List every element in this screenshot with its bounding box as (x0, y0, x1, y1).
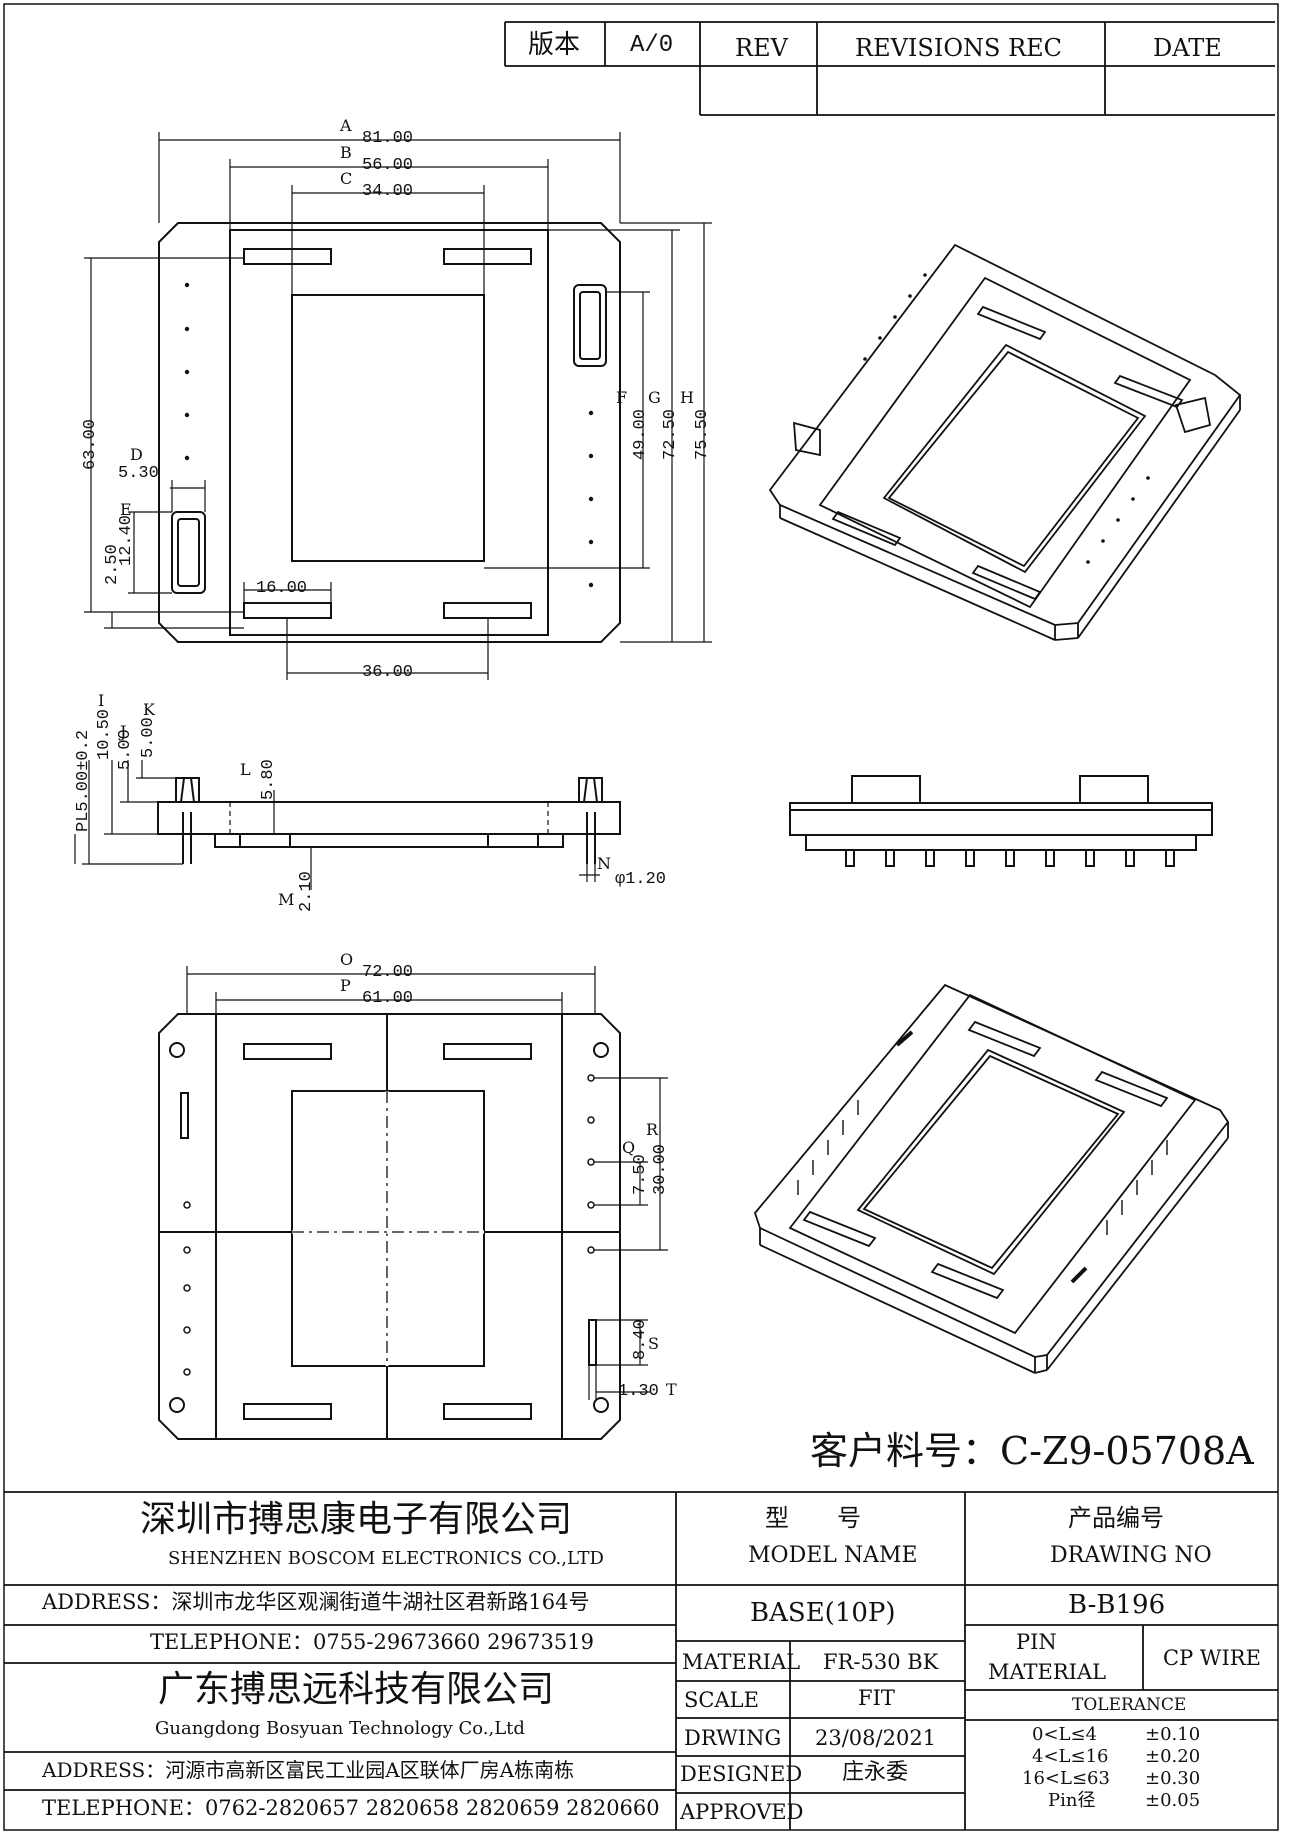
dim-d-value: 5.30 (118, 464, 159, 483)
dim-n-value: φ1.20 (615, 870, 667, 889)
tolerance-label: TOLERANCE (1072, 1695, 1187, 1715)
dim-g-letter: G (648, 388, 661, 407)
revision-block (504, 21, 1275, 116)
isometric-view-bottom (753, 983, 1230, 1374)
material-label: MATERIAL (682, 1650, 801, 1674)
dim-f-value: 49.00 (631, 408, 650, 460)
dim-m-letter: M (278, 890, 295, 909)
dim-c-letter: C (340, 169, 353, 188)
dim-q-letter: Q (622, 1138, 636, 1157)
dim-n-letter: N (597, 854, 611, 873)
tolerance-value-2: ±0.20 (1145, 1746, 1201, 1767)
drawing-label-cn: 产品编号 (1068, 1504, 1164, 1532)
dim-36: 36.00 (362, 663, 414, 682)
drawing-value: B-B196 (1068, 1590, 1166, 1620)
date-header: DATE (1153, 34, 1222, 62)
tolerance-value-1: ±0.10 (1145, 1724, 1201, 1745)
revisions-header: REVISIONS REC (855, 34, 1063, 62)
pin-material-label-2: MATERIAL (988, 1660, 1107, 1684)
customer-part-number: 客户料号：C-Z9-05708A (810, 1429, 1254, 1473)
dim-63: 63.00 (81, 418, 100, 470)
scale-label: SCALE (684, 1688, 759, 1712)
tolerance-range-2: 4<L≤16 (1032, 1746, 1109, 1767)
dim-t-value: 1.30 (618, 1382, 659, 1401)
dim-g-value: 72.50 (661, 408, 680, 460)
designed-value: 庄永委 (842, 1760, 909, 1785)
tolerance-value-3: ±0.30 (1145, 1768, 1201, 1789)
dim-l-letter: L (240, 760, 251, 779)
dim-pl: PL5.00±0.2 (74, 729, 93, 832)
pin-material-label-1: PIN (1016, 1630, 1057, 1654)
dim-l-value: 5.80 (259, 759, 278, 800)
dim-k-value: 5.00 (139, 717, 158, 758)
tolerance-range-3: 16<L≤63 (1022, 1768, 1110, 1789)
dim-h-value: 75.50 (693, 408, 712, 460)
dim-r-letter: R (646, 1120, 659, 1139)
company1-cn: 深圳市搏思康电子有限公司 (140, 1499, 573, 1540)
drawing-date-label: DRWING (684, 1726, 782, 1750)
dim-b-value: 56.00 (362, 156, 414, 175)
drawing-date-value: 23/08/2021 (815, 1726, 937, 1750)
address1: ADDRESS：深圳市龙华区观澜街道牛湖社区君新路164号 (42, 1590, 590, 1614)
approved-label: APPROVED (680, 1800, 804, 1824)
drawing-label-en: DRAWING NO (1050, 1543, 1212, 1568)
isometric-view-top (768, 243, 1242, 641)
dim-r-value: 30.00 (651, 1143, 670, 1195)
dim-o-letter: O (340, 950, 354, 969)
dim-a-letter: A (340, 116, 352, 135)
company2-cn: 广东搏思远科技有限公司 (158, 1669, 555, 1710)
dim-b-letter: B (340, 143, 352, 162)
dim-16: 16.00 (256, 579, 308, 598)
dim-p-value: 61.00 (362, 989, 414, 1008)
dim-2-50: 2.50 (103, 544, 122, 585)
dim-k-letter: K (143, 700, 155, 719)
dim-s-value: 8.40 (631, 1319, 650, 1360)
scale-value: FIT (858, 1686, 895, 1710)
dim-p-letter: P (340, 976, 351, 995)
bottom-view (158, 966, 668, 1440)
dim-t-letter: T (666, 1380, 677, 1399)
model-label-en: MODEL NAME (748, 1543, 918, 1568)
material-value: FR-530 BK (823, 1650, 939, 1674)
dim-h-letter: H (680, 388, 694, 407)
dim-o-value: 72.00 (362, 963, 414, 982)
dim-i-letter: I (98, 691, 105, 710)
designed-label: DESIGNED (680, 1762, 803, 1786)
model-label-cn: 型 号 (765, 1504, 861, 1532)
company2-en: Guangdong Bosyuan Technology Co.,Ltd (155, 1718, 525, 1739)
dim-a-value: 81.00 (362, 129, 414, 148)
dim-d-letter: D (130, 445, 143, 464)
version-value: A/0 (630, 32, 674, 59)
tolerance-value-4: ±0.05 (1145, 1790, 1201, 1811)
side-view-right (789, 775, 1213, 867)
dim-c-value: 34.00 (362, 182, 414, 201)
telephone2: TELEPHONE：0762-2820657 2820658 2820659 2… (42, 1796, 660, 1820)
company1-en: SHENZHEN BOSCOM ELECTRONICS CO.,LTD (168, 1548, 604, 1569)
tolerance-range-4: Pin径 (1048, 1790, 1096, 1811)
tolerance-range-1: 0<L≤4 (1032, 1724, 1098, 1745)
model-value: BASE(10P) (750, 1598, 896, 1628)
version-label: 版本 (528, 30, 581, 60)
pin-material-value: CP WIRE (1163, 1646, 1261, 1670)
dim-i-value: 10.50 (95, 708, 114, 760)
title-block-lines (4, 1491, 1278, 1830)
dim-f-letter: F (616, 388, 628, 407)
side-view-left (74, 760, 621, 890)
top-view (84, 132, 712, 680)
dim-m-value: 2.10 (297, 871, 316, 912)
dim-e-letter: E (120, 500, 132, 519)
dim-j-letter: J (120, 722, 127, 741)
rev-header: REV (735, 34, 788, 62)
dim-q-value: 7.50 (631, 1154, 650, 1195)
dim-s-letter: S (648, 1334, 659, 1353)
telephone1: TELEPHONE：0755-29673660 29673519 (150, 1630, 594, 1654)
address2: ADDRESS：河源市高新区富民工业园A区联体厂房A栋南栋 (42, 1758, 575, 1782)
